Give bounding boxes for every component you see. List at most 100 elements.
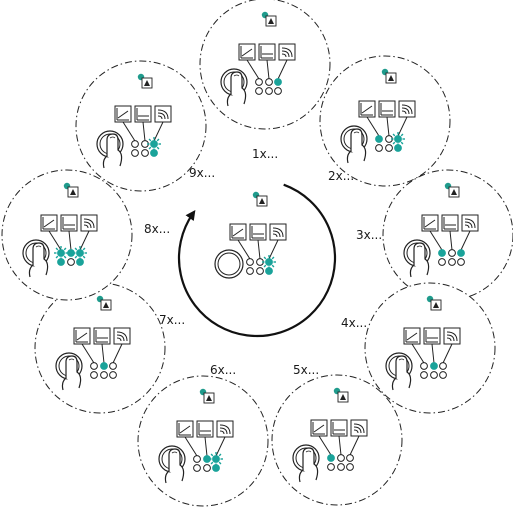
led-constant	[100, 362, 108, 379]
step-panel-9	[75, 60, 207, 192]
wireless-mode-icon	[216, 420, 234, 438]
led-curve	[131, 140, 139, 157]
step-panel-8	[1, 169, 133, 301]
finger-press-icon	[22, 239, 50, 278]
wireless-mode-icon	[113, 327, 131, 345]
led-curve	[255, 78, 263, 95]
led-wireless	[457, 249, 465, 266]
led-curve	[420, 362, 428, 379]
dashed-step-circle	[364, 282, 496, 414]
pump-icon	[203, 392, 215, 404]
pump-icon	[448, 186, 460, 198]
curve-mode-icon	[358, 100, 376, 118]
step-panel-4	[364, 282, 496, 414]
dashed-step-circle	[382, 169, 513, 301]
constant-mode-icon	[93, 327, 111, 345]
press-count-label: 1x...	[252, 147, 278, 161]
led-wireless	[109, 362, 117, 379]
pump-icon	[385, 72, 397, 84]
finger-press-icon	[292, 444, 320, 483]
curve-mode-icon	[421, 214, 439, 232]
step-panel-7	[34, 282, 166, 414]
led-curve	[54, 246, 68, 266]
led-wireless	[274, 78, 282, 95]
led-curve	[438, 249, 446, 266]
pump-icon	[100, 299, 112, 311]
finger-press-icon	[55, 352, 83, 391]
step-panel-5	[271, 374, 403, 506]
finger-press-icon	[158, 445, 186, 484]
step-panel-6	[137, 375, 269, 507]
cycle-arrow	[177, 183, 337, 338]
center-panel	[214, 191, 287, 279]
led-curve	[246, 258, 254, 275]
led-curve	[327, 454, 335, 471]
dashed-step-circle	[319, 55, 451, 187]
led-curve	[90, 362, 98, 379]
round-button-icon	[214, 249, 244, 279]
led-constant	[385, 135, 393, 152]
constant-mode-icon	[134, 105, 152, 123]
curve-mode-icon	[403, 327, 421, 345]
led-constant	[448, 249, 456, 266]
pump-icon	[256, 195, 268, 207]
led-wireless	[391, 132, 405, 152]
pump-icon	[430, 299, 442, 311]
finger-press-icon	[385, 352, 413, 391]
led-constant	[203, 455, 211, 472]
wireless-mode-icon	[269, 223, 287, 241]
wireless-mode-icon	[398, 100, 416, 118]
curve-mode-icon	[229, 223, 247, 241]
led-constant	[256, 258, 264, 275]
wireless-mode-icon	[154, 105, 172, 123]
step-labels: 1x...2x...3x...4x...5x...6x...7x...8x...…	[144, 147, 382, 377]
constant-mode-icon	[258, 43, 276, 61]
led-constant	[265, 78, 273, 95]
constant-mode-icon	[378, 100, 396, 118]
curve-mode-icon	[238, 43, 256, 61]
led-constant	[430, 362, 438, 379]
led-constant	[337, 454, 345, 471]
led-constant	[141, 140, 149, 157]
step-panel-1	[199, 0, 331, 130]
constant-mode-icon	[249, 223, 267, 241]
led-wireless	[209, 452, 223, 472]
press-count-label: 8x...	[144, 222, 170, 236]
finger-press-icon	[340, 125, 368, 164]
pump-icon	[337, 391, 349, 403]
dashed-step-circle	[1, 169, 133, 301]
pump-icon	[265, 15, 277, 27]
step-panel-3	[382, 169, 513, 301]
wireless-mode-icon	[80, 214, 98, 232]
constant-mode-icon	[423, 327, 441, 345]
wireless-mode-icon	[278, 43, 296, 61]
wireless-mode-icon	[350, 419, 368, 437]
constant-mode-icon	[441, 214, 459, 232]
press-count-label: 9x...	[189, 166, 215, 180]
wireless-mode-icon	[443, 327, 461, 345]
press-count-label: 6x...	[210, 363, 236, 377]
dashed-step-circle	[271, 374, 403, 506]
dashed-step-circle	[137, 375, 269, 507]
led-wireless	[262, 255, 276, 275]
curve-mode-icon	[310, 419, 328, 437]
constant-mode-icon	[330, 419, 348, 437]
curve-mode-icon	[40, 214, 58, 232]
cycle-ring	[177, 183, 337, 338]
led-curve	[375, 135, 383, 152]
press-count-label: 2x...	[328, 169, 354, 183]
finger-press-icon	[220, 68, 248, 107]
led-wireless	[73, 246, 87, 266]
press-count-label: 5x...	[293, 363, 319, 377]
led-wireless	[346, 454, 354, 471]
finger-press-icon	[96, 130, 124, 169]
constant-mode-icon	[60, 214, 78, 232]
finger-press-icon	[403, 239, 431, 278]
constant-mode-icon	[196, 420, 214, 438]
press-count-label: 3x...	[356, 228, 382, 242]
pump-icon	[141, 77, 153, 89]
wireless-mode-icon	[461, 214, 479, 232]
curve-mode-icon	[114, 105, 132, 123]
